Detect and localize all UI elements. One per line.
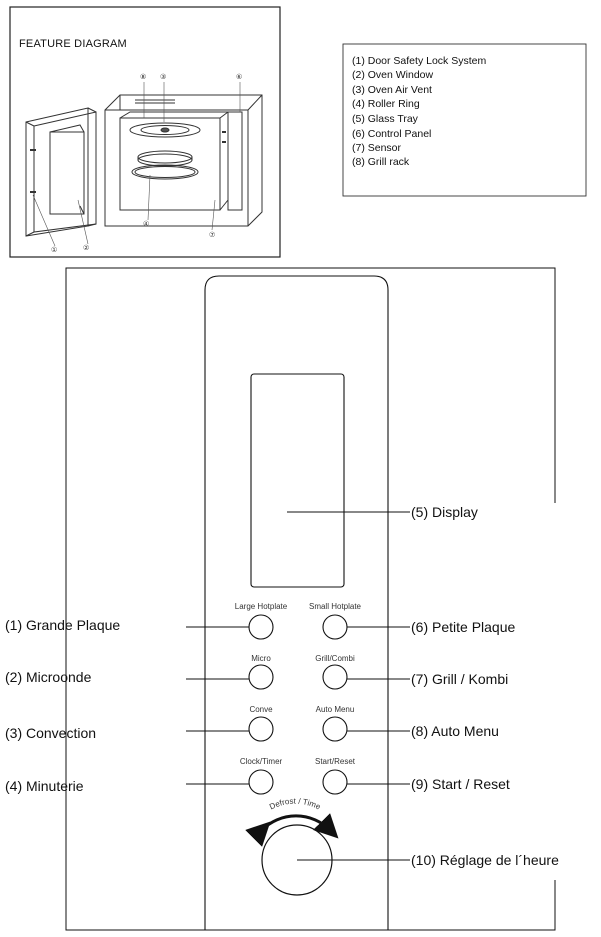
auto-menu-label: Auto Menu (316, 705, 355, 714)
label-convection: (3) Convection (5, 725, 96, 741)
start-reset-button[interactable] (322, 769, 348, 795)
legend-item-3: (3) Oven Air Vent (352, 84, 432, 96)
clock-timer-label: Clock/Timer (240, 757, 283, 766)
callout-8: ⑧ (140, 73, 146, 81)
label-auto-menu: (8) Auto Menu (411, 723, 499, 739)
conve-button[interactable] (248, 716, 274, 742)
label-petite-plaque: (6) Petite Plaque (411, 619, 515, 635)
panel-bracket (65, 267, 556, 790)
small-hotplate-label: Small Hotplate (309, 602, 362, 611)
callout-4: ④ (143, 220, 149, 228)
display-window (250, 373, 345, 588)
label-minuterie: (4) Minuterie (5, 778, 84, 794)
large-hotplate-button[interactable] (248, 614, 274, 640)
callout-3: ③ (160, 73, 166, 81)
defrost-time-label: Defrost / Time (268, 797, 323, 812)
control-panel-outline (204, 275, 389, 930)
conve-label: Conve (249, 705, 273, 714)
legend-item-5: (5) Glass Tray (352, 113, 419, 125)
left-labels: (1) Grande Plaque (2) Microonde (3) Conv… (5, 617, 120, 794)
label-microonde: (2) Microonde (5, 669, 92, 685)
callout-2: ② (83, 245, 89, 252)
legend-item-1: (1) Door Safety Lock System (352, 55, 486, 67)
small-hotplate-button[interactable] (322, 614, 348, 640)
micro-label: Micro (251, 654, 271, 663)
legend-item-2: (2) Oven Window (352, 69, 434, 81)
label-display: (5) Display (411, 504, 478, 520)
right-leaders (287, 511, 410, 861)
callout-7: ⑦ (209, 231, 215, 239)
callout-numbers: ⑧ ③ ⑥ ④ ⑦ ② ① (51, 73, 242, 254)
legend-box: (1) Door Safety Lock System (2) Oven Win… (342, 43, 587, 197)
microwave-illustration (25, 94, 263, 237)
legend-frame (342, 43, 587, 197)
button-labels: Large Hotplate Small Hotplate Micro Gril… (235, 602, 362, 766)
grill-combi-button[interactable] (322, 664, 348, 690)
label-grill-kombi: (7) Grill / Kombi (411, 671, 508, 687)
legend-item-8: (8) Grill rack (352, 156, 410, 168)
label-grande-plaque: (1) Grande Plaque (5, 617, 120, 633)
large-hotplate-label: Large Hotplate (235, 602, 288, 611)
start-reset-label: Start/Reset (315, 757, 356, 766)
feature-diagram-title: FEATURE DIAGRAM (19, 38, 127, 50)
callout-6: ⑥ (236, 73, 242, 81)
legend-item-6: (6) Control Panel (352, 128, 431, 140)
legend-item-4: (4) Roller Ring (352, 98, 420, 110)
panel-bracket-bottom (65, 790, 556, 931)
legend-item-7: (7) Sensor (352, 142, 402, 154)
grill-combi-label: Grill/Combi (315, 654, 355, 663)
micro-button[interactable] (248, 664, 274, 690)
auto-menu-button[interactable] (322, 716, 348, 742)
right-labels: (5) Display (6) Petite Plaque (7) Grill … (411, 504, 559, 868)
callout-leaders (32, 82, 241, 247)
left-leaders (186, 626, 249, 785)
callout-1: ① (51, 246, 57, 254)
label-start-reset: (9) Start / Reset (411, 776, 510, 792)
feature-diagram-frame (9, 6, 281, 258)
knob-arc-arrow (245, 813, 339, 847)
feature-diagram: FEATURE DIAGRAM (9, 6, 281, 258)
clock-timer-button[interactable] (248, 769, 274, 795)
label-reglage-heure: (10) Réglage de l´heure (411, 852, 559, 868)
control-panel-diagram: Large Hotplate Small Hotplate Micro Gril… (5, 267, 559, 931)
